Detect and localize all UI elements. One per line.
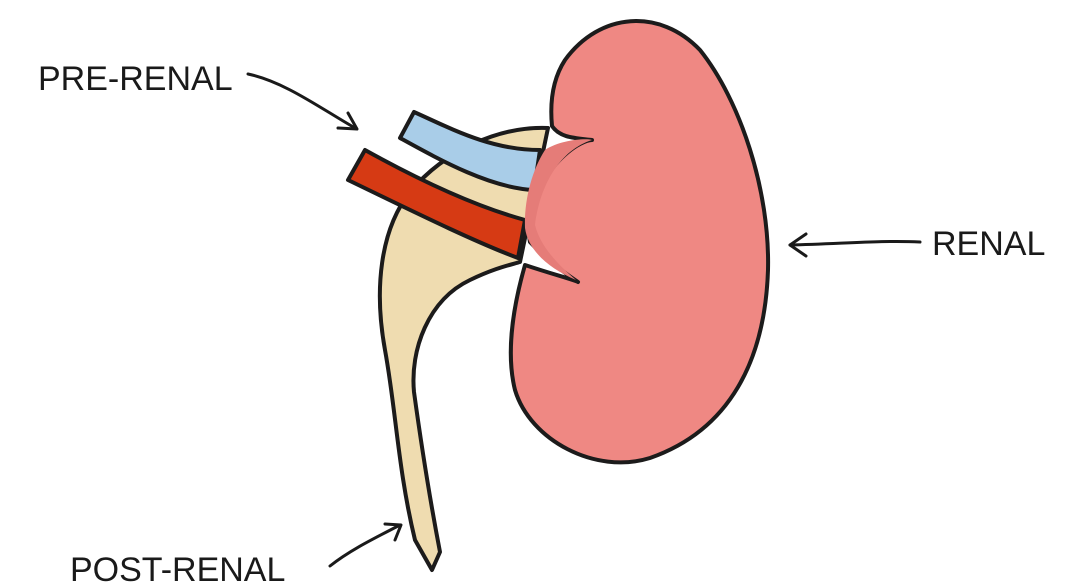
pre-renal-arrow <box>248 74 355 128</box>
post-renal-arrow <box>330 525 400 566</box>
label-post-renal: POST-RENAL <box>70 551 285 587</box>
kidney <box>511 21 768 462</box>
label-renal: RENAL <box>932 225 1045 263</box>
renal-arrow <box>790 241 920 245</box>
label-pre-renal: PRE-RENAL <box>38 60 233 98</box>
